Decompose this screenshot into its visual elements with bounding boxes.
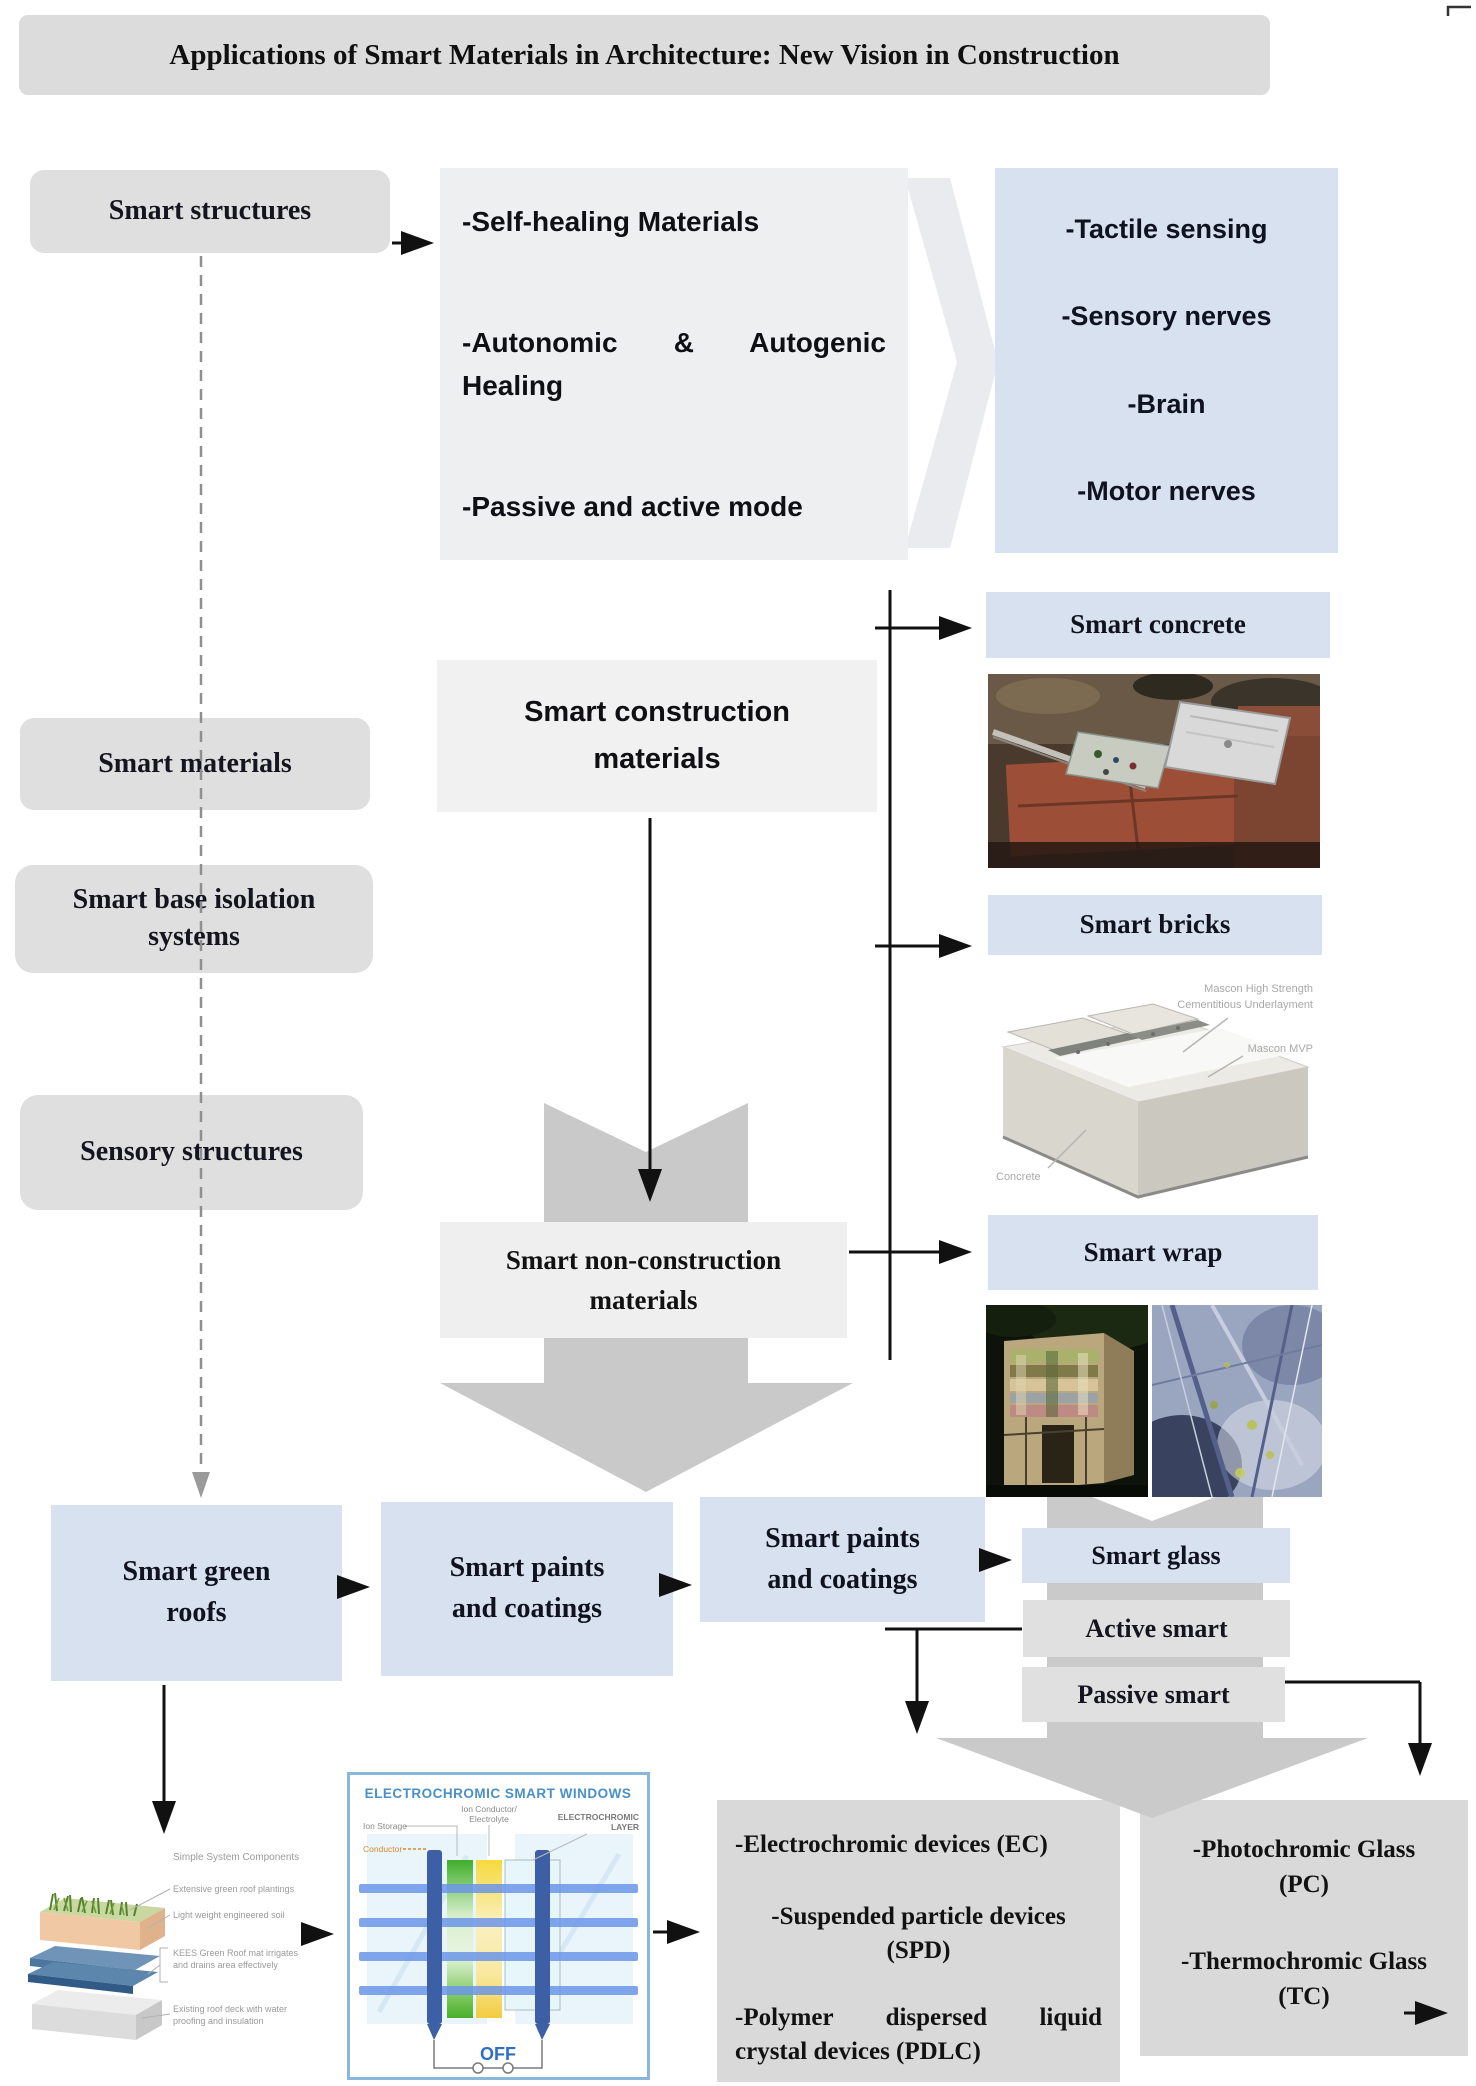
node-label: systems (148, 921, 240, 952)
wrap-photo-left-art (986, 1305, 1148, 1497)
node-smart-non-construction-materials: Smart non-construction materials (440, 1222, 847, 1338)
panel-item: -Electrochromic devices (EC) (735, 1831, 1048, 1858)
panel-item: -Motor nerves (1077, 475, 1256, 506)
smart-bricks-diagram: Mascon High Strength Cementitious Underl… (988, 972, 1320, 1205)
greenroof-label-3a: KEES Green Roof mat irrigates (173, 1948, 299, 1958)
greenroof-label-3b: and drains area effectively (173, 1960, 278, 1970)
node-smart-wrap: Smart wrap (988, 1215, 1318, 1290)
panel-self-healing: -Self-healing Materials -Autonomic & Aut… (440, 168, 908, 560)
panel-glass-types: -Photochromic Glass (PC) -Thermochromic … (1140, 1800, 1468, 2056)
node-smart-glass: Smart glass (1022, 1528, 1290, 1583)
concrete-photo-art (988, 674, 1320, 868)
panel-item: -Sensory nerves (1061, 301, 1272, 332)
node-smart-paints-coatings-2: Smart paints and coatings (700, 1497, 985, 1622)
panel-item: (PC) (1279, 1871, 1329, 1898)
electro-label-ion-conductor-1: Ion Conductor/ (461, 1804, 517, 1814)
node-smart-bricks: Smart bricks (988, 895, 1322, 955)
node-smart-materials: Smart materials (20, 718, 370, 810)
bricks-diagram-art: Mascon High Strength Cementitious Underl… (996, 983, 1313, 1199)
wrap-photo-right-art (1152, 1305, 1322, 1497)
node-label: Smart construction (524, 696, 790, 728)
electro-label-ec-layer-2: LAYER (611, 1822, 639, 1832)
corner-mark-icon (1446, 5, 1471, 16)
panel-item: -Self-healing Materials (462, 206, 760, 237)
node-label: Smart paints (449, 1552, 605, 1584)
panel-item: -Passive and active mode (462, 490, 803, 522)
greenroof-title: Simple System Components (173, 1852, 299, 1863)
node-label: Smart non-construction (505, 1244, 782, 1275)
node-label: materials (589, 1285, 698, 1315)
bricks-label-concrete: Concrete (996, 1171, 1041, 1183)
node-label: materials (593, 743, 721, 775)
panel-item: crystal devices (PDLC) (735, 2038, 981, 2065)
panel-sensing: -Tactile sensing -Sensory nerves -Brain … (995, 168, 1338, 553)
node-passive-smart: Passive smart (1022, 1667, 1285, 1722)
node-smart-green-roofs: Smart green roofs (51, 1505, 342, 1681)
green-roof-diagram: Simple System Components Extensive green… (10, 1830, 310, 2086)
dashed-arrowhead-icon (192, 1472, 210, 1498)
node-active-smart: Active smart (1023, 1600, 1290, 1657)
node-smart-paints-coatings-1: Smart paints and coatings (381, 1502, 673, 1676)
panel-item: -Brain (1127, 388, 1206, 419)
node-label: and coatings (767, 1563, 918, 1595)
bricks-label-underlayment-2: Cementitious Underlayment (1177, 999, 1313, 1011)
panel-item: -Tactile sensing (1065, 214, 1268, 245)
greenroof-label-4a: Existing roof deck with water (173, 2004, 287, 2014)
green-roof-art: Simple System Components Extensive green… (28, 1852, 299, 2040)
panel-item: -Polymer dispersed liquid (735, 2004, 1102, 2032)
node-smart-structures: Smart structures (30, 170, 390, 253)
node-label: Smart green (122, 1556, 271, 1588)
node-label: and coatings (451, 1593, 603, 1624)
node-label: Smart paints (765, 1522, 920, 1554)
node-sensory-structures: Sensory structures (20, 1095, 363, 1210)
panel-item: -Photochromic Glass (1192, 1836, 1416, 1863)
node-smart-concrete: Smart concrete (986, 592, 1330, 658)
node-smart-construction-materials: Smart construction materials (437, 660, 877, 812)
panel-item: -Autonomic & Autogenic Healing (462, 326, 886, 401)
node-smart-base-isolation: Smart base isolation systems (15, 865, 373, 973)
panel-glass-devices: -Electrochromic devices (EC) -Suspended … (717, 1800, 1120, 2082)
electro-label-ion-conductor-2: Electrolyte (469, 1814, 509, 1824)
node-label: Smart base isolation (72, 884, 316, 916)
chevron-right-icon (905, 178, 998, 548)
smart-wrap-photo-right (1152, 1305, 1322, 1497)
greenroof-label-1: Extensive green roof plantings (173, 1884, 295, 1894)
smart-wrap-photo-left (986, 1305, 1148, 1497)
electro-label-off: OFF (480, 2044, 516, 2064)
bricks-label-mvp: Mascon MVP (1248, 1043, 1313, 1055)
bricks-label-underlayment-1: Mascon High Strength (1204, 983, 1313, 995)
panel-item: (TC) (1278, 1983, 1330, 2010)
electro-label-ion-storage: Ion Storage (363, 1821, 407, 1831)
electrochromic-art: ELECTROCHROMIC SMART WINDOWS Ion Storage… (347, 1772, 650, 2080)
panel-item: (SPD) (886, 1936, 951, 1964)
electro-label-ec-layer-1: ELECTROCHROMIC (558, 1812, 639, 1822)
electro-title: ELECTROCHROMIC SMART WINDOWS (365, 1786, 632, 1801)
greenroof-label-4b: proofing and insulation (173, 2016, 264, 2026)
greenroof-label-2: Light weight engineered soil (173, 1910, 285, 1920)
panel-item: -Thermochromic Glass (1180, 1948, 1428, 1975)
panel-item: -Suspended particle devices (771, 1902, 1066, 1930)
node-label: roofs (166, 1597, 227, 1628)
page-title: Applications of Smart Materials in Archi… (19, 15, 1270, 95)
smart-concrete-photo (988, 674, 1320, 868)
electro-label-conductor: Conductor (363, 1844, 402, 1854)
electrochromic-diagram: ELECTROCHROMIC SMART WINDOWS Ion Storage… (347, 1772, 650, 2080)
